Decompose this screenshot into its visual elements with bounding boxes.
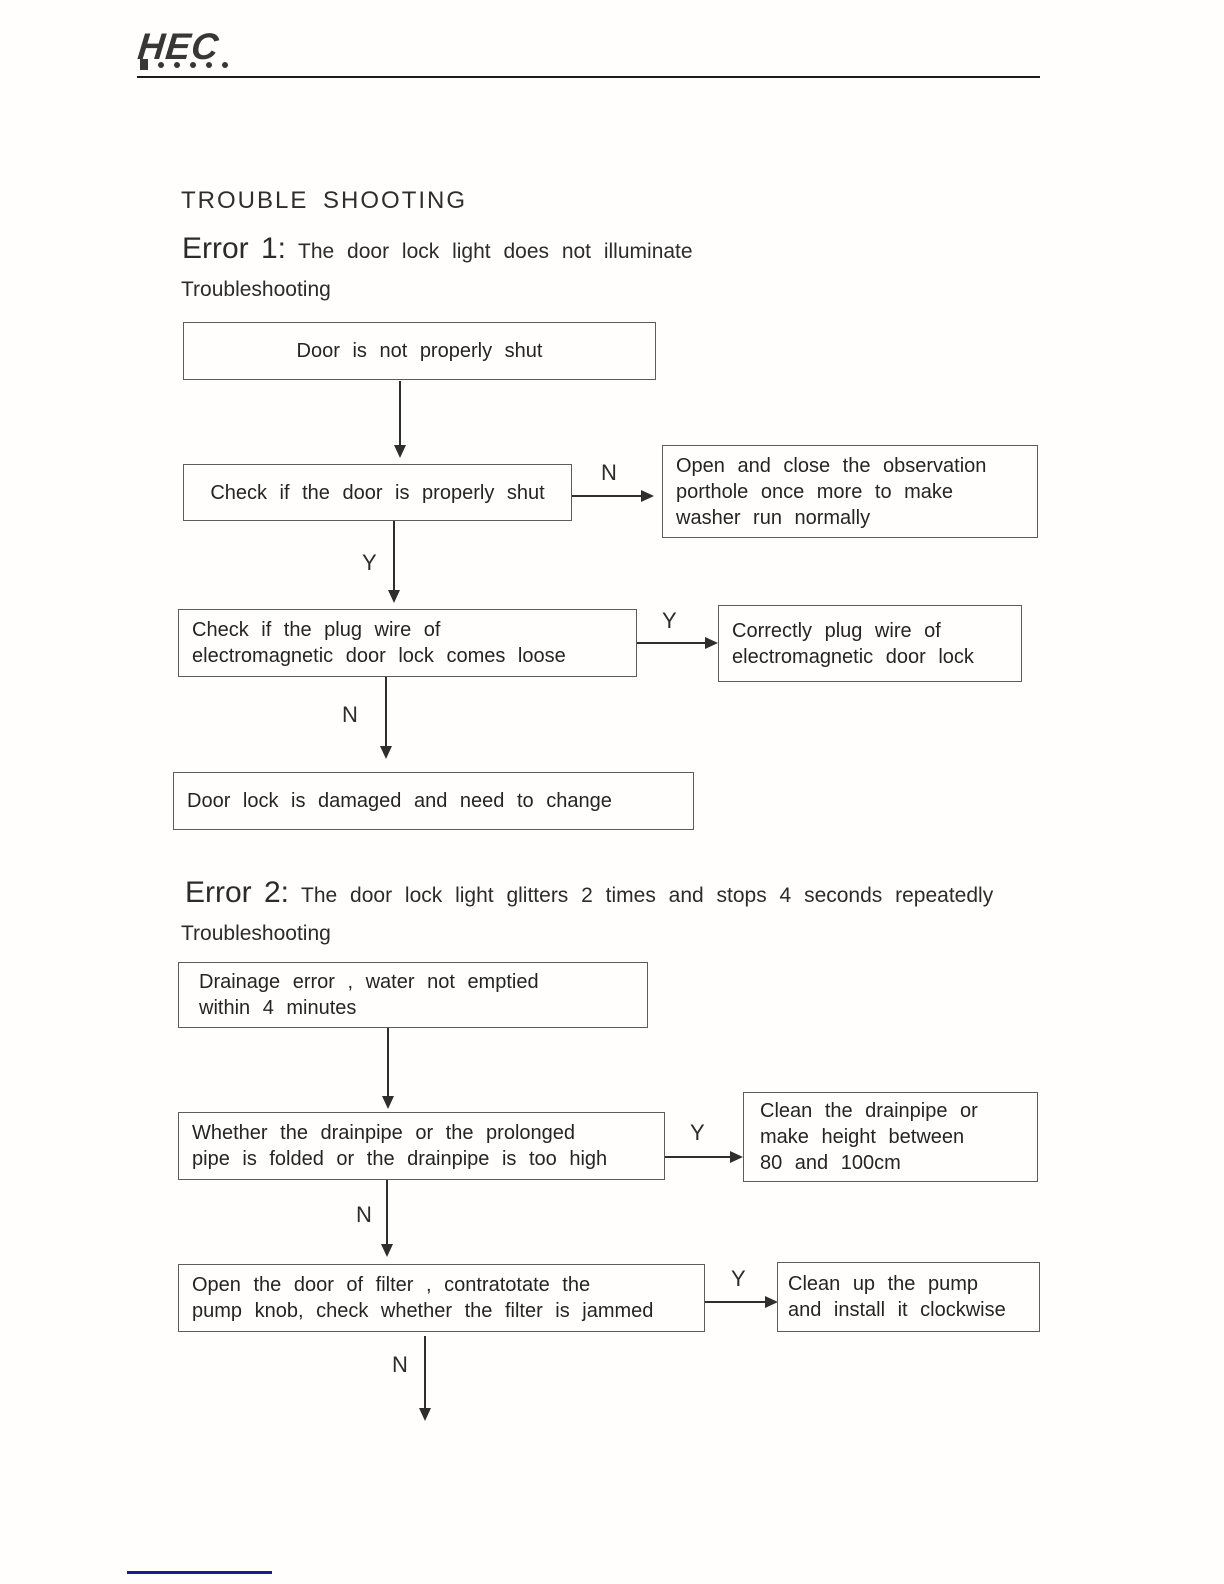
error1-troubleshooting-label: Troubleshooting [181,278,331,301]
logo-square [140,59,148,70]
flow2-arrowhead-h-j [381,1244,393,1257]
error1-description: The door lock light does not illuminate [298,240,693,263]
error2-description: The door lock light glitters 2 times and… [301,884,994,907]
flow2-arrowhead-j-k [765,1296,778,1308]
error2-troubleshooting-label: Troubleshooting [181,922,331,945]
error1-label: Error 1: [182,232,287,265]
flow2-label-n-2: N [392,1352,408,1377]
flow1-label-y-2: Y [662,608,677,633]
flow2-arrowhead-g-h [382,1096,394,1109]
logo-dots [140,59,228,70]
flow2-box-clean-pump: Clean up the pump and install it clockwi… [777,1262,1040,1332]
flow1-box-door-lock-damaged: Door lock is damaged and need to change [173,772,694,830]
logo-dot [222,61,228,68]
logo-dot [206,61,212,68]
flow2-connector-h-i [665,1156,730,1158]
flow2-label-y-1: Y [690,1120,705,1145]
flow1-connector-d-e [637,642,705,644]
page-title: TROUBLE SHOOTING [181,187,468,214]
flow2-connector-j-k [705,1301,765,1303]
flow2-connector-h-j [386,1180,388,1244]
header-rule [137,76,1040,78]
error2-heading: Error 2: The door lock light glitters 2 … [185,876,993,910]
flow2-arrowhead-h-i [730,1151,743,1163]
flow1-connector-a-b [399,381,401,445]
flow2-label-n-1: N [356,1202,372,1227]
logo-dot [190,61,196,68]
flow2-connector-g-h [387,1028,389,1096]
flow1-box-check-door: Check if the door is properly shut [183,464,572,521]
flow1-label-y-1: Y [362,550,377,575]
flow2-box-clean-drainpipe: Clean the drainpipe or make height betwe… [743,1092,1038,1182]
flow1-box-door-not-shut: Door is not properly shut [183,322,656,380]
flow1-box-correctly-plug: Correctly plug wire of electromagnetic d… [718,605,1022,682]
footer-rule [127,1571,272,1574]
flow1-arrowhead-b-d [388,590,400,603]
logo-dot [174,61,180,68]
flow2-arrowhead-j-next [419,1408,431,1421]
flow1-connector-b-c [572,495,641,497]
flow2-label-y-2: Y [731,1266,746,1291]
flow1-box-check-plug-wire: Check if the plug wire of electromagneti… [178,609,637,677]
error2-label: Error 2: [185,876,290,909]
flow1-connector-b-d [393,521,395,590]
flow1-label-n-1: N [601,460,617,485]
flow1-box-open-close-porthole: Open and close the observation porthole … [662,445,1038,538]
flow1-arrowhead-b-c [641,490,654,502]
flow2-box-drainage-error: Drainage error , water not emptied withi… [178,962,648,1028]
flow1-arrowhead-d-e [705,637,718,649]
logo-dot [158,61,164,68]
flow1-arrowhead-a-b [394,445,406,458]
flow1-label-n-2: N [342,702,358,727]
flow1-connector-d-f [385,677,387,746]
error1-heading: Error 1: The door lock light does not il… [182,232,693,266]
flow2-box-check-drainpipe: Whether the drainpipe or the prolonged p… [178,1112,665,1180]
flow2-box-check-filter: Open the door of filter , contratotate t… [178,1264,705,1332]
flow2-connector-j-next [424,1336,426,1408]
flow1-arrowhead-d-f [380,746,392,759]
